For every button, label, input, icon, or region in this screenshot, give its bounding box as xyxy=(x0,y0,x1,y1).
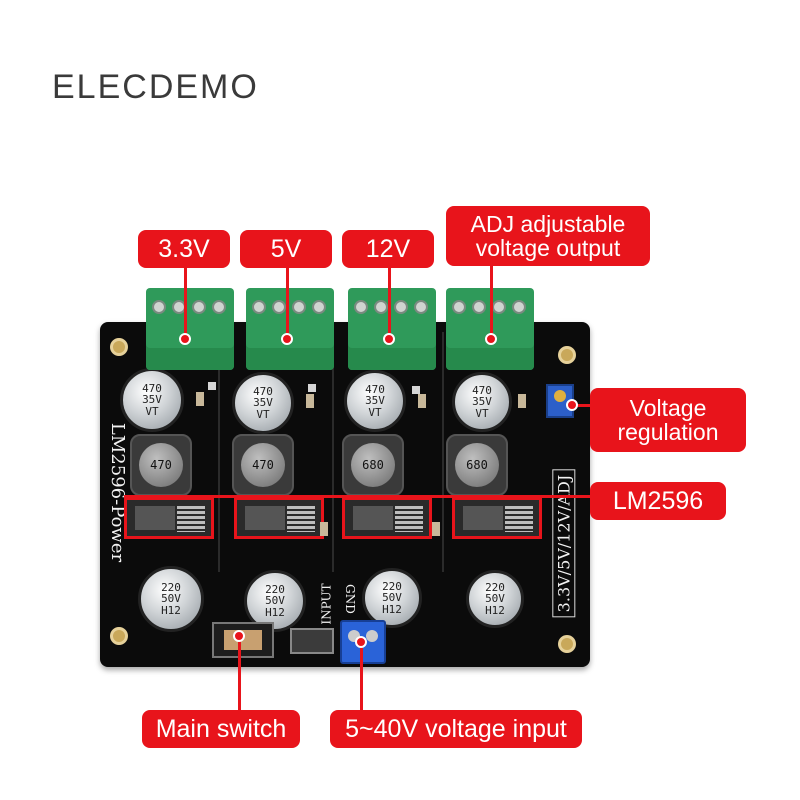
lm2596-chip xyxy=(342,497,432,539)
brand-title: ELECDEMO xyxy=(52,68,259,106)
callout-dot xyxy=(281,333,293,345)
inductor-value: 680 xyxy=(351,443,395,487)
pcb-board: LM2596-Power 3.3V/5V/12V/ADJ INPUT GND 4… xyxy=(100,322,590,667)
smd-part xyxy=(196,392,204,406)
label-12v: 12V xyxy=(342,230,434,268)
capacitor-220uf: 220 50V H12 xyxy=(244,570,306,632)
board-divider xyxy=(218,332,220,572)
label-voltage-input: 5~40V voltage input xyxy=(330,710,582,748)
capacitor-470uf: 470 35V VT xyxy=(452,372,512,432)
label-regulation-line2: regulation xyxy=(617,419,719,445)
callout-dot xyxy=(383,333,395,345)
label-main-switch: Main switch xyxy=(142,710,300,748)
smd-part xyxy=(418,394,426,408)
label-adj-line1: ADJ adjustable xyxy=(470,210,626,237)
lm2596-chip xyxy=(452,497,542,539)
capacitor-220uf: 220 50V H12 xyxy=(138,566,204,632)
smd-part xyxy=(306,394,314,408)
led xyxy=(308,384,316,392)
label-lm2596: LM2596 xyxy=(590,482,726,520)
smd-part xyxy=(320,522,328,536)
lm2596-chip xyxy=(234,497,324,539)
label-adj-output: ADJ adjustable voltage output xyxy=(446,206,650,266)
label-adj-line2: voltage output xyxy=(475,235,621,261)
capacitor-470uf: 470 35V VT xyxy=(232,372,294,434)
board-title-silkscreen: LM2596-Power xyxy=(107,422,129,563)
inductor-value: 470 xyxy=(139,443,183,487)
diode xyxy=(290,628,334,654)
inductor-value: 680 xyxy=(455,443,499,487)
led xyxy=(208,382,216,390)
board-divider xyxy=(442,332,444,572)
callout-line xyxy=(388,266,391,338)
mounting-hole xyxy=(558,346,576,364)
callout-dot xyxy=(233,630,245,642)
inductor: 470 xyxy=(130,434,192,496)
callout-line xyxy=(574,404,590,407)
terminal-block-5v[interactable] xyxy=(246,288,334,370)
callout-dot xyxy=(355,636,367,648)
capacitor-220uf: 220 50V H12 xyxy=(362,568,422,628)
callout-line xyxy=(184,266,187,338)
terminal-block-3v3[interactable] xyxy=(146,288,234,370)
label-voltage-regulation: Voltage regulation xyxy=(590,388,746,452)
led xyxy=(412,386,420,394)
label-regulation-line1: Voltage xyxy=(629,394,707,421)
capacitor-220uf: 220 50V H12 xyxy=(466,570,524,628)
callout-line xyxy=(490,262,493,338)
callout-line xyxy=(286,266,289,338)
mounting-hole xyxy=(110,627,128,645)
smd-part xyxy=(432,522,440,536)
capacitor-470uf: 470 35V VT xyxy=(344,370,406,432)
board-divider xyxy=(332,332,334,572)
callout-line xyxy=(360,640,363,714)
gnd-silkscreen: GND xyxy=(342,584,357,614)
capacitor-470uf: 470 35V VT xyxy=(120,368,184,432)
lm2596-chip xyxy=(124,497,214,539)
terminal-block-12v[interactable] xyxy=(348,288,436,370)
mounting-hole xyxy=(558,635,576,653)
input-silkscreen: INPUT xyxy=(319,583,334,625)
label-3v3: 3.3V xyxy=(138,230,230,268)
callout-dot xyxy=(179,333,191,345)
callout-line xyxy=(124,495,590,498)
inductor: 680 xyxy=(446,434,508,496)
callout-dot xyxy=(566,399,578,411)
inductor: 470 xyxy=(232,434,294,496)
label-5v: 5V xyxy=(240,230,332,268)
smd-part xyxy=(518,394,526,408)
voltage-marking-silkscreen: 3.3V/5V/12V/ADJ xyxy=(552,469,576,618)
inductor-value: 470 xyxy=(241,443,285,487)
callout-dot xyxy=(485,333,497,345)
inductor: 680 xyxy=(342,434,404,496)
mounting-hole xyxy=(110,338,128,356)
callout-line xyxy=(238,634,241,714)
